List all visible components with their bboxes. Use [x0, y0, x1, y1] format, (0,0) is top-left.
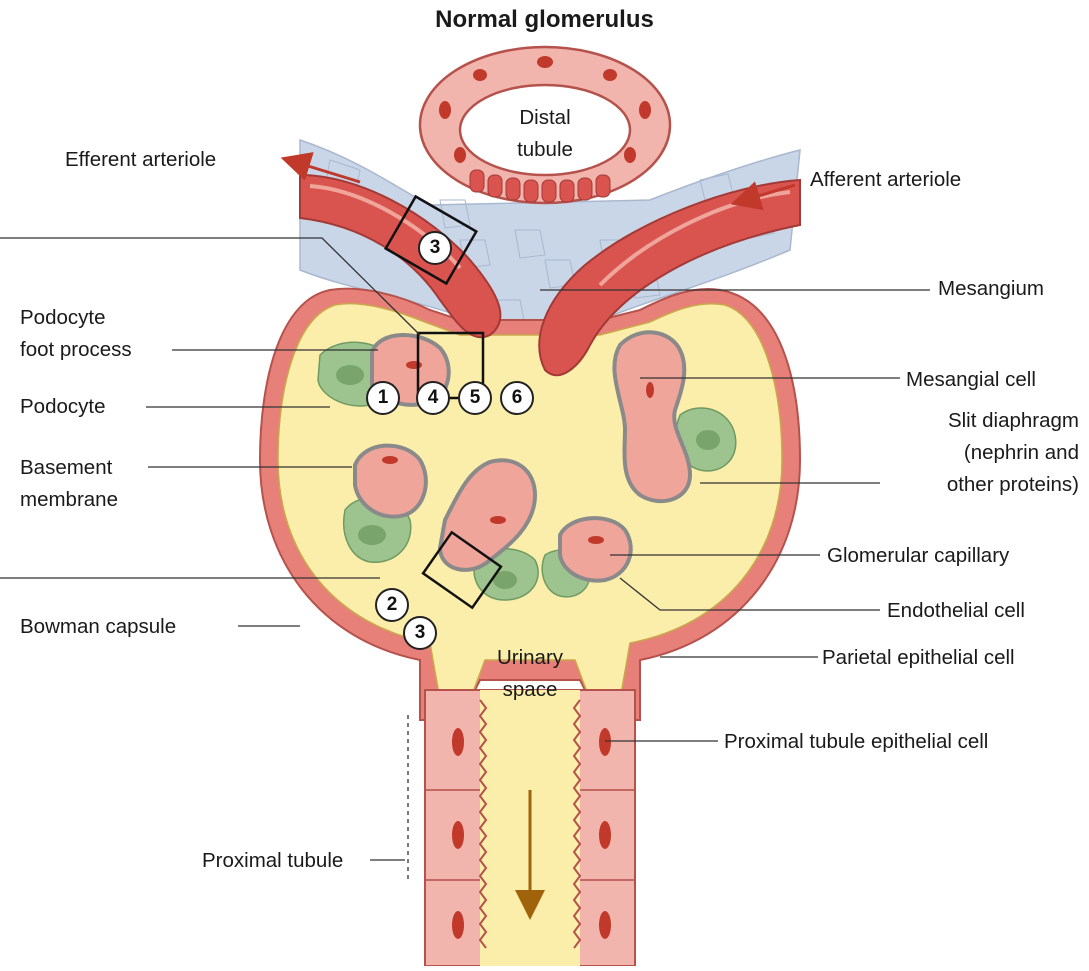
label-mesangial-cell: Mesangial cell	[906, 367, 1036, 392]
marker-2: 2	[375, 588, 409, 622]
label-afferent-arteriole: Afferent arteriole	[810, 167, 961, 192]
label-slit-diaphragm-2: (nephrin and	[889, 440, 1079, 465]
label-podocyte-foot-process-1: Podocyte	[20, 305, 105, 330]
label-basement-membrane-1: Basement	[20, 455, 112, 480]
label-urinary-space-2: space	[475, 677, 585, 702]
label-slit-diaphragm-3: other proteins)	[889, 472, 1079, 497]
label-urinary-space-1: Urinary	[475, 645, 585, 670]
label-distal-tubule-2: tubule	[505, 137, 585, 162]
label-proximal-tubule: Proximal tubule	[202, 848, 343, 873]
label-distal-tubule-1: Distal	[505, 105, 585, 130]
label-bowman-capsule: Bowman capsule	[20, 614, 176, 639]
marker-1: 1	[366, 381, 400, 415]
proximal-tubule-body	[425, 690, 635, 966]
marker-6: 6	[500, 381, 534, 415]
marker-5: 5	[458, 381, 492, 415]
label-glomerular-capillary: Glomerular capillary	[827, 543, 1009, 568]
marker-3-bottom: 3	[403, 616, 437, 650]
diagram-title: Normal glomerulus	[0, 6, 1089, 34]
label-basement-membrane-2: membrane	[20, 487, 118, 512]
label-slit-diaphragm-1: Slit diaphragm	[889, 408, 1079, 433]
marker-4: 4	[416, 381, 450, 415]
label-podocyte-foot-process-2: foot process	[20, 337, 132, 362]
label-proximal-tubule-epithelial-cell: Proximal tubule epithelial cell	[724, 729, 988, 754]
label-podocyte: Podocyte	[20, 394, 105, 419]
label-efferent-arteriole: Efferent arteriole	[65, 147, 216, 172]
label-mesangium: Mesangium	[938, 276, 1044, 301]
label-endothelial-cell: Endothelial cell	[887, 598, 1025, 623]
marker-3-top: 3	[418, 231, 452, 265]
label-parietal-epithelial-cell: Parietal epithelial cell	[822, 645, 1015, 670]
